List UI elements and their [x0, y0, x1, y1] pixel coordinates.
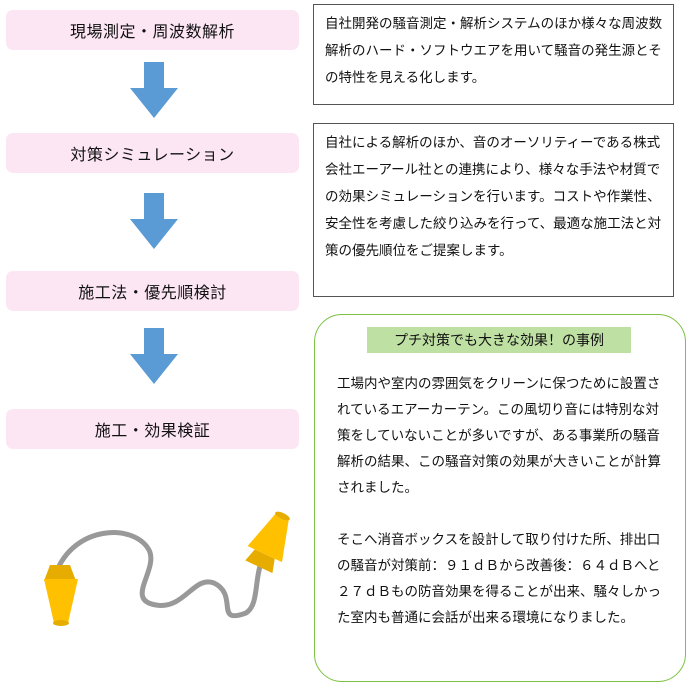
- case-study-body: 工場内や室内の雰囲気をクリーンに保つために設置されているエアーカーテン。この風切…: [337, 371, 667, 631]
- case-study-panel: プチ対策でも大きな効果！の事例 工場内や室内の雰囲気をクリーンに保つために設置さ…: [314, 314, 686, 682]
- step-construction-verification: 施工・効果検証: [6, 409, 299, 449]
- step-label: 施工法・優先順検討: [78, 283, 227, 302]
- step-method-priority: 施工法・優先順検討: [6, 271, 299, 311]
- description-text: 自社開発の騒音測定・解析システムのほか様々な周波数解析のハード・ソフトウエアを用…: [325, 16, 663, 86]
- case-study-paragraph: そこへ消音ボックスを設計して取り付けた所、排出口の騒音が対策前：９１ｄＢから改善…: [337, 532, 661, 626]
- earplug-left-icon: [44, 565, 78, 626]
- step-field-measurement: 現場測定・周波数解析: [6, 10, 299, 50]
- case-study-paragraph: 工場内や室内の雰囲気をクリーンに保つために設置されているエアーカーテン。この風切…: [337, 376, 661, 496]
- description-simulation: 自社による解析のほか、音のオーソリティーである株式会社エーアール社との連携により…: [313, 123, 674, 297]
- case-study-title: プチ対策でも大きな効果！の事例: [367, 327, 631, 353]
- down-arrow-icon: [130, 328, 178, 384]
- case-study-title-text: プチ対策でも大きな効果！の事例: [394, 333, 604, 349]
- earplugs-illustration: [44, 511, 290, 626]
- step-simulation: 対策シミュレーション: [6, 133, 299, 173]
- down-arrow-icon: [130, 62, 178, 118]
- step-label: 施工・効果検証: [94, 421, 211, 440]
- down-arrow-icon: [130, 193, 178, 249]
- earplug-right-icon: [245, 511, 290, 574]
- step-label: 対策シミュレーション: [70, 145, 235, 164]
- description-text: 自社による解析のほか、音のオーソリティーである株式会社エーアール社との連携により…: [325, 135, 662, 259]
- step-label: 現場測定・周波数解析: [69, 22, 235, 41]
- description-measurement: 自社開発の騒音測定・解析システムのほか様々な周波数解析のハード・ソフトウエアを用…: [313, 4, 674, 105]
- earplug-cord: [53, 530, 265, 619]
